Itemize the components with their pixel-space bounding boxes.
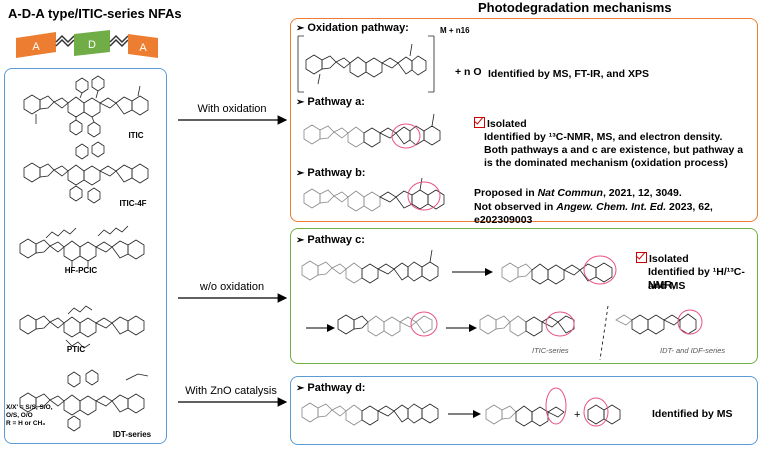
pathway-b-line2: Not observed in Angew. Chem. Int. Ed. 20…: [474, 201, 760, 227]
idt-note-line-3: R = H or CH₃: [6, 420, 46, 427]
pathway-c-divider: [599, 305, 609, 361]
check-icon: [636, 252, 647, 263]
ada-schematic: A D A: [16, 30, 158, 58]
idt-note-line-1: X/X' = S/S, S/O,: [6, 404, 53, 411]
pathway-b-label: ➢Pathway b:: [296, 167, 365, 179]
oxidation-note: Identified by MS, FT-IR, and XPS: [488, 68, 650, 80]
pathway-b-structure: [303, 177, 445, 212]
pathway-a-isolated-text: Isolated: [487, 118, 527, 130]
pathway-a-isolated: Isolated: [474, 117, 527, 131]
molecule-panel: [4, 68, 167, 444]
condition-with-oxidation: With oxidation: [197, 103, 267, 115]
pathway-b-line1-pre: Proposed in: [474, 187, 538, 199]
pathway-a-line2: Both pathways a and c are existence, but…: [484, 144, 744, 156]
pathway-c-caption-itic: ITIC-series: [532, 346, 569, 355]
linker-right: [109, 34, 129, 44]
pathway-b-line1-post: , 2021, 12, 3049.: [602, 187, 682, 199]
pathway-c-isolated: Isolated: [636, 252, 689, 266]
pathway-a-line1: Identified by ¹³C-NMR, MS, and electron …: [484, 131, 723, 143]
oxidation-box: [290, 18, 758, 222]
pathway-c-highlight-1: [583, 255, 617, 285]
itic4f-label: ITIC-4F: [119, 199, 147, 208]
acceptor-label-left: A: [32, 41, 40, 53]
pathway-c-isolated-text: Isolated: [649, 253, 689, 265]
pathway-c-line2: and MS: [648, 280, 686, 292]
oxidation-pathway-label: ➢Oxidation pathway:: [296, 22, 409, 34]
pathway-d-highlight-1: [545, 387, 567, 425]
hfpcic-label: HF-PCIC: [64, 266, 98, 275]
condition-arrows: [178, 115, 288, 407]
acceptor-block-left: [16, 32, 56, 58]
oxidation-plus-o: + n O: [455, 66, 482, 78]
pathway-b-highlight: [407, 181, 441, 211]
idt-label: IDT-series: [112, 430, 152, 439]
pathway-c-text: Pathway c:: [307, 234, 365, 246]
pathway-d-highlight-2: [583, 397, 609, 427]
ptic-structure: [19, 305, 145, 349]
pathway-c-highlight-3: [545, 311, 575, 337]
pathway-a-line3: is the dominated mechanism (oxidation pr…: [484, 157, 728, 169]
itic4f-structure: [23, 141, 149, 204]
bullet-arrow-icon: ➢: [296, 383, 305, 394]
hfpcic-structure: [19, 225, 145, 268]
pathway-a-label: ➢Pathway a:: [296, 96, 365, 108]
pathway-d-note: Identified by MS: [652, 408, 733, 420]
bullet-arrow-icon: ➢: [296, 168, 305, 179]
condition-wo-oxidation: w/o oxidation: [199, 281, 265, 293]
pathway-c-highlight-2: [410, 311, 438, 337]
pathway-c-highlight-4: [677, 309, 703, 335]
pathway-a-text: Pathway a:: [307, 96, 365, 108]
pathway-d-label: ➢Pathway d:: [296, 382, 365, 394]
itic-structure: [23, 75, 149, 138]
condition-zno: With ZnO catalysis: [185, 385, 277, 397]
bullet-arrow-icon: ➢: [296, 235, 305, 246]
donor-label: D: [88, 39, 96, 51]
pathway-d-text: Pathway d:: [307, 382, 366, 394]
pathway-b-line2-post: 2023, 62, e202309003: [474, 201, 713, 226]
linker-left: [55, 34, 75, 44]
bullet-arrow-icon: ➢: [296, 23, 305, 34]
pathway-c-caption-idt: IDT- and IDF-series: [660, 346, 726, 355]
pathway-d-plus: +: [574, 409, 580, 421]
pathway-b-text: Pathway b:: [307, 167, 366, 179]
pathway-d-box: [290, 376, 758, 445]
left-title: A-D-A type/ITIC-series NFAs: [8, 6, 182, 21]
acceptor-label-right: A: [139, 42, 147, 54]
idt-structure: [19, 369, 149, 432]
idt-substituent-note: X/X' = S/S, S/O, O/S, O/O R = H or CH₃: [6, 404, 66, 428]
idt-note-line-2: O/S, O/O: [6, 412, 33, 419]
pathway-a-structure: [303, 113, 441, 149]
bullet-arrow-icon: ➢: [296, 97, 305, 108]
ptic-label: PTIC: [66, 345, 86, 354]
molecule-structures: [19, 75, 149, 432]
itic-label: ITIC: [128, 131, 144, 140]
donor-block: [74, 30, 110, 56]
pathway-b-line2-pre: Not observed in: [474, 201, 557, 213]
pathway-c-structures: [301, 249, 703, 361]
pathway-d-structures: +: [301, 387, 621, 427]
pathway-c-label: ➢Pathway c:: [296, 234, 365, 246]
pathway-a-highlight: [391, 123, 421, 149]
oxidation-superscript: M + n16: [440, 26, 470, 35]
pathway-c-box: [290, 228, 758, 364]
pathway-b-journal-2: Angew. Chem. Int. Ed.: [556, 201, 667, 213]
right-title: Photodegradation mechanisms: [478, 0, 672, 15]
check-icon: [474, 117, 485, 128]
pathway-c-line1: Identified by ¹H/¹³C-NMR,: [648, 266, 745, 291]
oxidation-pathway-text: Oxidation pathway:: [307, 22, 409, 34]
pathway-b-line1: Proposed in Nat Commun, 2021, 12, 3049.: [474, 187, 682, 200]
oxidation-structure: [297, 35, 435, 93]
pathway-b-journal-1: Nat Commun: [537, 187, 603, 199]
acceptor-block-right: [128, 34, 158, 58]
